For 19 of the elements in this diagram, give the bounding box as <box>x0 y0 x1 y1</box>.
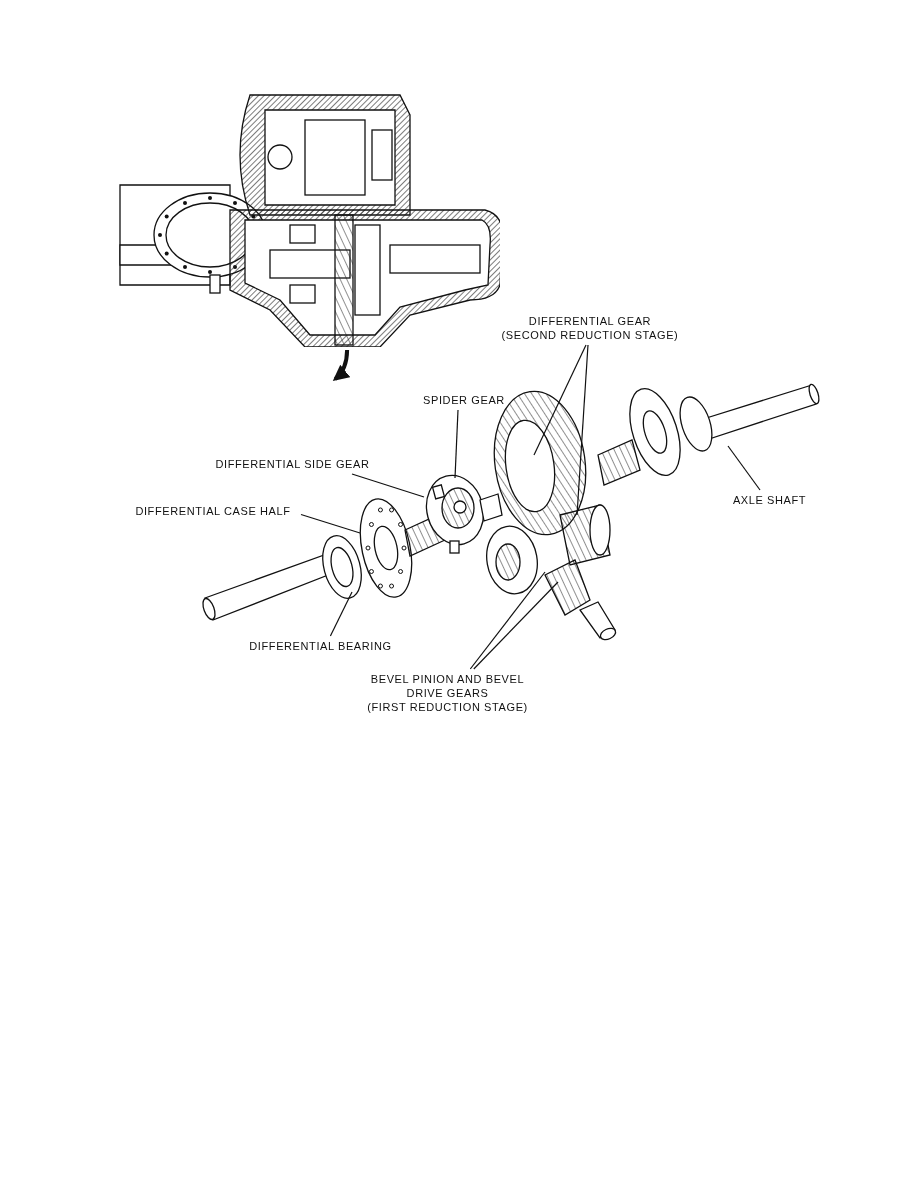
callout-label: BEVEL PINION AND BEVEL DRIVE GEARS <box>369 672 526 700</box>
callout-label: (SECOND REDUCTION STAGE) <box>501 328 679 342</box>
callout-label: (FIRST REDUCTION STAGE) <box>367 700 528 714</box>
callout-label: DIFFERENTIAL BEARING <box>249 639 392 653</box>
callout-label: SPIDER GEAR <box>423 393 505 407</box>
callout-label: DIFFERENTIAL CASE HALF <box>135 504 291 518</box>
callout-label: DIFFERENTIAL GEAR <box>528 314 652 328</box>
leader-line <box>300 513 361 534</box>
leader-line <box>727 445 761 491</box>
arrow <box>332 349 351 382</box>
callout-label: AXLE SHAFT <box>732 493 807 507</box>
callout-label: DIFFERENTIAL SIDE GEAR <box>215 457 370 471</box>
leader-line <box>454 409 459 479</box>
leader-line <box>473 581 559 670</box>
leader-line <box>576 344 589 516</box>
leader-line <box>533 344 587 456</box>
leader-line <box>329 591 353 637</box>
leader-line <box>469 571 546 670</box>
leader-line <box>351 473 425 498</box>
